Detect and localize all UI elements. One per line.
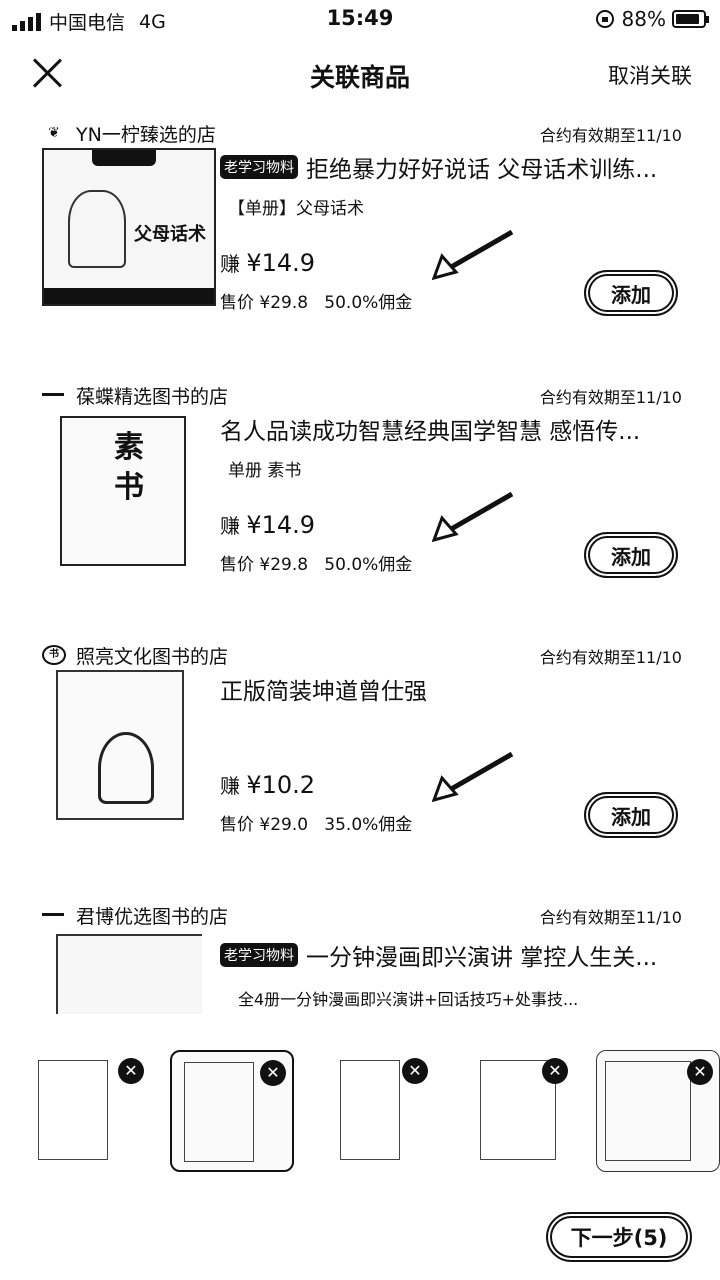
page-title: 关联商品 xyxy=(309,63,410,92)
cancel-link-button[interactable]: 取消关联 xyxy=(608,64,692,88)
product-badge: 老学习物料 xyxy=(220,943,298,967)
contract-expiry: 合约有效期至11/10 xyxy=(539,388,682,407)
contract-expiry: 合约有效期至11/10 xyxy=(539,648,682,667)
shop-logo-icon xyxy=(42,913,64,916)
annotation-arrow-icon xyxy=(432,751,514,802)
selected-products-strip: ✕ ✕ ✕ ✕ ✕ xyxy=(0,1050,720,1180)
shop-card: 君博优选图书的店 合约有效期至11/10 老学习物料 一分钟漫画即兴演讲 掌控人… xyxy=(0,900,720,1040)
shop-logo-icon xyxy=(42,393,64,396)
signal-icon xyxy=(12,12,41,31)
selected-thumbnail[interactable]: ✕ xyxy=(596,1050,720,1172)
product-variant: 【单册】父母话术 xyxy=(228,199,364,219)
remove-icon[interactable]: ✕ xyxy=(542,1058,568,1084)
product-cover-image[interactable]: 父母话术 xyxy=(42,148,216,306)
rotation-lock-icon xyxy=(595,10,614,28)
nav-bar: 关联商品 取消关联 xyxy=(0,42,720,106)
carrier-label: 中国电信 xyxy=(49,12,126,34)
earn-amount: 赚 ¥14.9 xyxy=(220,249,316,277)
contract-expiry: 合约有效期至11/10 xyxy=(539,908,682,927)
product-variant: 全4册一分钟漫画即兴演讲+回话技巧+处事技... xyxy=(238,990,579,1009)
product-title[interactable]: 正版简装坤道曾仕强 xyxy=(220,679,427,705)
product-variant: 单册 素书 xyxy=(228,461,302,481)
status-bar: 中国电信 4G 15:49 88% xyxy=(0,0,720,38)
remove-icon[interactable]: ✕ xyxy=(402,1058,428,1084)
shop-logo-icon: ❦ xyxy=(48,125,60,141)
product-cover-image[interactable]: 素书 xyxy=(60,416,186,566)
network-label: 4G xyxy=(139,10,166,33)
shop-name[interactable]: 照亮文化图书的店 xyxy=(76,646,229,668)
price-commission: 售价 ¥29.8 50.0%佣金 xyxy=(220,293,413,313)
remove-icon[interactable]: ✕ xyxy=(260,1060,286,1086)
price-commission: 售价 ¥29.8 50.0%佣金 xyxy=(220,555,413,575)
remove-icon[interactable]: ✕ xyxy=(687,1059,713,1085)
remove-icon[interactable]: ✕ xyxy=(118,1058,144,1084)
contract-expiry: 合约有效期至11/10 xyxy=(539,126,682,145)
selected-thumbnail[interactable]: ✕ xyxy=(170,1050,294,1172)
add-button[interactable]: 添加 xyxy=(584,792,678,838)
shop-card: ❦ YN一柠臻选的店 合约有效期至11/10 父母话术 老学习物料 拒绝暴力好好… xyxy=(0,118,720,348)
shop-card: 书 照亮文化图书的店 合约有效期至11/10 正版简装坤道曾仕强 赚 ¥10.2… xyxy=(0,640,720,870)
earn-amount: 赚 ¥10.2 xyxy=(220,771,316,799)
selected-thumbnail[interactable]: ✕ xyxy=(462,1050,586,1172)
shop-name[interactable]: YN一柠臻选的店 xyxy=(76,124,216,146)
product-title[interactable]: 老学习物料 拒绝暴力好好说话 父母话术训练... xyxy=(220,150,680,184)
product-title[interactable]: 老学习物料 一分钟漫画即兴演讲 掌控人生关... xyxy=(220,938,680,972)
shop-name[interactable]: 葆蝶精选图书的店 xyxy=(76,386,229,408)
selected-thumbnail[interactable]: ✕ xyxy=(26,1050,150,1172)
add-button[interactable]: 添加 xyxy=(584,270,678,316)
shop-card: 葆蝶精选图书的店 合约有效期至11/10 素书 名人品读成功智慧经典国学智慧 感… xyxy=(0,380,720,610)
selected-thumbnail[interactable]: ✕ xyxy=(322,1050,446,1172)
battery-icon xyxy=(672,10,709,28)
product-cover-image[interactable] xyxy=(56,670,184,820)
clock: 15:49 xyxy=(326,6,394,30)
product-title[interactable]: 名人品读成功智慧经典国学智慧 感悟传... xyxy=(220,419,641,445)
battery-percent: 88% xyxy=(621,7,666,31)
product-cover-image[interactable] xyxy=(56,934,202,1014)
shop-logo-icon: 书 xyxy=(42,645,66,665)
annotation-arrow-icon xyxy=(432,229,514,280)
earn-amount: 赚 ¥14.9 xyxy=(220,511,316,539)
product-badge: 老学习物料 xyxy=(220,155,298,179)
shop-name[interactable]: 君博优选图书的店 xyxy=(76,906,229,928)
annotation-arrow-icon xyxy=(432,491,514,542)
add-button[interactable]: 添加 xyxy=(584,532,678,578)
price-commission: 售价 ¥29.0 35.0%佣金 xyxy=(220,815,413,835)
next-step-button[interactable]: 下一步(5) xyxy=(546,1212,692,1262)
